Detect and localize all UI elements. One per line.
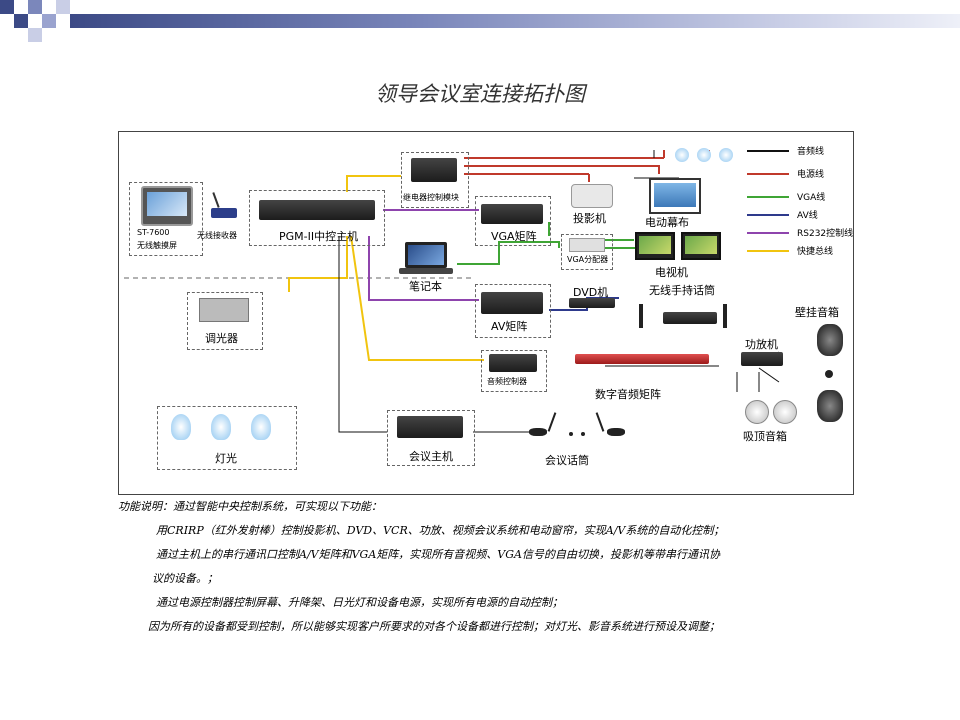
page-title: 领导会议室连接拓扑图 — [375, 82, 585, 106]
light-bulb-icon — [171, 414, 191, 440]
laptop-icon — [405, 242, 447, 268]
av-matrix-box — [475, 284, 551, 338]
wall-speaker-icon — [817, 390, 843, 422]
digital-audio-matrix-device — [575, 354, 709, 364]
conference-mic-icon — [607, 428, 625, 436]
laptop-label: 笔记本 — [409, 280, 442, 293]
legend-swatch — [747, 150, 789, 152]
digital-audio-matrix-label: 数字音频矩阵 — [595, 388, 661, 401]
central-host-box — [249, 190, 385, 246]
conference-mic-icon — [529, 428, 547, 436]
legend-label: RS232控制线 — [797, 229, 854, 239]
ceiling-speaker-label: 吸顶音箱 — [743, 430, 787, 443]
touch-panel-icon — [141, 186, 193, 226]
banner-square — [56, 0, 70, 14]
wireless-receiver-device — [663, 312, 717, 324]
vga-matrix-box — [475, 196, 551, 246]
amplifier-device — [741, 352, 783, 366]
legend-swatch — [747, 196, 789, 198]
wall-speaker-icon — [817, 324, 843, 356]
description-line: 通过主机上的串行通讯口控制A/V矩阵和VGA矩阵，实现所有音视频、VGA信号的自… — [156, 548, 720, 561]
touch-panel-model: ST-7600 — [137, 228, 170, 237]
legend-label: 快捷总线 — [797, 247, 834, 257]
legend-swatch — [747, 232, 789, 234]
av-matrix-device — [481, 292, 543, 314]
bulb-icon — [697, 148, 711, 162]
vga-splitter-box — [561, 234, 613, 270]
dimmer-device — [199, 298, 249, 322]
vga-matrix-label: VGA矩阵 — [491, 230, 537, 243]
legend-swatch — [747, 250, 789, 252]
legend-label: AV线 — [797, 211, 818, 221]
banner-square — [28, 0, 42, 14]
projector-label: 投影机 — [573, 212, 606, 225]
audio-processor-label: 音频控制器 — [487, 377, 527, 386]
description-heading: 功能说明：通过智能中央控制系统，可实现以下功能： — [118, 500, 382, 513]
speaker-dot-icon — [825, 370, 833, 378]
light-bulb-icon — [251, 414, 271, 440]
relay-module-box — [401, 152, 469, 208]
legend-swatch — [747, 214, 789, 216]
conference-host-box — [387, 410, 475, 466]
handheld-mic-icon — [639, 304, 643, 328]
banner-square — [0, 0, 14, 14]
conference-host-device — [397, 416, 463, 438]
ceiling-speaker-icon — [745, 400, 769, 424]
banner-square — [14, 14, 28, 28]
lights-box — [157, 406, 297, 470]
av-matrix-label: AV矩阵 — [491, 320, 528, 333]
antenna-icon — [211, 208, 237, 218]
banner-square — [42, 14, 56, 28]
touch-panel-label: 无线触摸屏 — [137, 241, 177, 250]
legend-label: 音频线 — [797, 147, 825, 157]
bulb-icon — [675, 148, 689, 162]
legend-label: VGA线 — [797, 193, 826, 203]
receiver-label: 无线接收器 — [197, 231, 237, 240]
dot-icon — [581, 432, 585, 436]
light-bulb-icon — [211, 414, 231, 440]
wireless-mic-label: 无线手持话筒 — [649, 284, 715, 297]
tv-icon — [681, 232, 721, 260]
audio-processor-box — [481, 350, 547, 392]
legend-label: 电源线 — [797, 170, 825, 180]
description-line: 议的设备。； — [152, 572, 218, 585]
electric-screen-label: 电动幕布 — [645, 216, 689, 229]
banner-square — [28, 28, 42, 42]
vga-splitter-label: VGA分配器 — [567, 255, 609, 264]
relay-module-device — [411, 158, 457, 182]
wall-speaker-label: 壁挂音箱 — [795, 306, 839, 319]
dvd-label: DVD机 — [573, 286, 609, 299]
conference-host-label: 会议主机 — [409, 450, 453, 463]
tv-icon — [635, 232, 675, 260]
handheld-mic-icon — [723, 304, 727, 328]
relay-module-label: 继电器控制模块 — [403, 193, 459, 202]
bulb-icon — [719, 148, 733, 162]
dot-icon — [569, 432, 573, 436]
ceiling-speaker-icon — [773, 400, 797, 424]
header-banner — [0, 0, 960, 44]
description-line: 因为所有的设备都受到控制，所以能够实现客户所要求的对各个设备都进行控制；对灯光、… — [148, 620, 720, 633]
touch-panel-box — [129, 182, 203, 256]
dimmer-label: 调光器 — [205, 332, 238, 345]
conference-mic-label: 会议话筒 — [545, 454, 589, 467]
description-line: 用CRIRP（红外发射棒）控制投影机、DVD、VCR、功放、视频会议系统和电动窗… — [156, 524, 725, 537]
laptop-base — [399, 268, 453, 274]
amplifier-label: 功放机 — [745, 338, 778, 351]
vga-splitter-device — [569, 238, 605, 252]
lights-label: 灯光 — [215, 452, 237, 465]
audio-processor-device — [489, 354, 537, 372]
central-host-device — [259, 200, 375, 220]
banner-bar — [70, 14, 960, 28]
topology-diagram: 音频线 电源线 VGA线 AV线 RS232控制线 快捷总线 ST-7600 无… — [118, 131, 854, 495]
description-line: 通过电源控制器控制屏幕、升降架、日光灯和设备电源，实现所有电源的自动控制； — [156, 596, 563, 609]
legend-swatch — [747, 173, 789, 175]
vga-matrix-device — [481, 204, 543, 224]
dvd-device — [569, 298, 615, 308]
tv-label: 电视机 — [655, 266, 688, 279]
dimmer-box — [187, 292, 263, 350]
projector-icon — [571, 184, 613, 208]
electric-screen-icon — [649, 178, 701, 214]
central-host-label: PGM-II中控主机 — [279, 230, 359, 243]
